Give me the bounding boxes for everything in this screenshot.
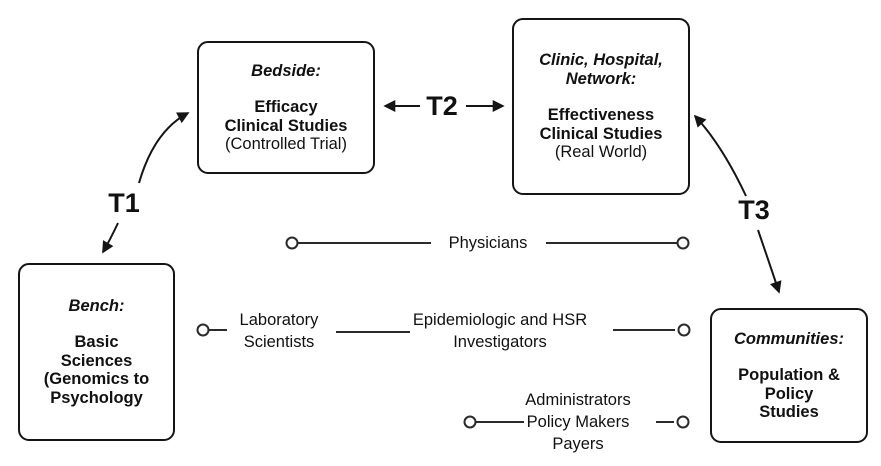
t3-label: T3 [738, 195, 770, 225]
admin-right-endpoint [676, 415, 690, 429]
t2-label: T2 [426, 91, 458, 121]
t1-arrow-upper [138, 112, 190, 184]
physicians-label: Physicians [448, 234, 528, 252]
bedside-body: Efficacy Clinical Studies [224, 98, 348, 135]
t1-label: T1 [108, 188, 140, 218]
bench-body: Basic Sciences (Genomics to Psychology [43, 333, 150, 407]
physicians-left-endpoint [285, 236, 299, 250]
lab-scientists-left-endpoint [196, 323, 210, 337]
communities-body: Population & Policy Studies [738, 366, 840, 421]
communities-heading: Communities: [733, 329, 844, 348]
physicians-right-endpoint [676, 236, 690, 250]
bench-heading: Bench: [68, 296, 125, 315]
t3-arrow-lower [757, 229, 782, 294]
admin-left-endpoint [463, 415, 477, 429]
clinic-heading: Clinic, Hospital, Network: [539, 51, 663, 88]
epi-right-endpoint [677, 323, 691, 337]
laboratory-scientists-label: Laboratory Scientists [239, 311, 319, 351]
clinic-body: Effectiveness Clinical Studies [539, 106, 663, 143]
administrators-policy-makers-payers-label: Administrators Policy Makers Payers [525, 391, 631, 453]
clinic-hospital-network-box: Clinic, Hospital, Network: Effectiveness… [512, 18, 690, 195]
clinic-note: (Real World) [554, 143, 648, 162]
communities-box: Communities: Population & Policy Studies [710, 308, 868, 443]
epidemiologic-hsr-investigators-label: Epidemiologic and HSR Investigators [412, 311, 588, 351]
t1-arrow-lower [102, 222, 119, 254]
bedside-heading: Bedside: [251, 61, 321, 80]
bedside-box: Bedside: Efficacy Clinical Studies (Cont… [197, 41, 375, 174]
bedside-note: (Controlled Trial) [225, 135, 347, 153]
t3-arrow-upper [693, 114, 747, 197]
bench-box: Bench: Basic Sciences (Genomics to Psych… [18, 263, 175, 441]
